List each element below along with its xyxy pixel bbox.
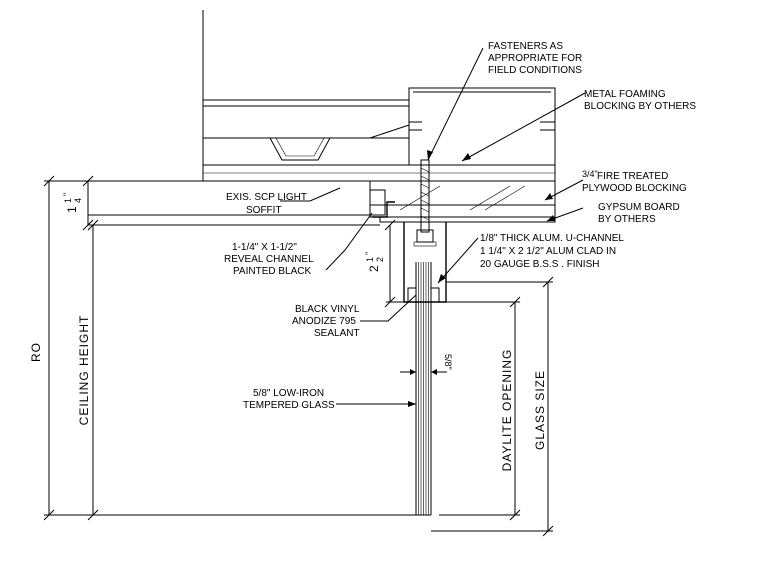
label-u-channel: 1/8" THICK ALUM. U-CHANNEL 1 1/4" X 2 1/… xyxy=(480,233,624,270)
label-glass: 5/8" LOW-IRON TEMPERED GLASS xyxy=(243,388,335,411)
soffit-layer xyxy=(202,164,556,182)
label-sealant: BLACK VINYL ANODIZE 795 SEALANT xyxy=(292,304,360,339)
dimensions: RO CEILING HEIGHT 1 1 4 " 2 1 2 " xyxy=(29,175,554,537)
svg-text:FASTENERS AS: FASTENERS AS xyxy=(488,41,563,52)
svg-text:SEALANT: SEALANT xyxy=(314,328,360,339)
svg-text:": " xyxy=(62,193,72,196)
svg-text:APPROPRIATE FOR: APPROPRIATE FOR xyxy=(488,53,582,64)
svg-text:EXIS. SCP LIGHT: EXIS. SCP LIGHT xyxy=(226,192,307,203)
svg-text:PAINTED BLACK: PAINTED BLACK xyxy=(233,266,311,277)
svg-text:METAL FOAMING: METAL FOAMING xyxy=(584,89,666,100)
svg-text:SOFFIT: SOFFIT xyxy=(246,205,282,216)
dim-1-1-4: 1 1 4 " xyxy=(62,193,83,213)
svg-text:BLOCKING BY OTHERS: BLOCKING BY OTHERS xyxy=(584,101,696,112)
label-fasteners: FASTENERS AS APPROPRIATE FOR FIELD CONDI… xyxy=(488,41,582,76)
scp-light-soffit xyxy=(88,180,386,216)
svg-text:PLYWOOD BLOCKING: PLYWOOD BLOCKING xyxy=(582,183,687,194)
svg-text:1: 1 xyxy=(65,205,79,213)
svg-text:20 GAUGE B.S.S . FINISH: 20 GAUGE B.S.S . FINISH xyxy=(480,259,599,270)
label-metal-foaming: METAL FOAMING BLOCKING BY OTHERS xyxy=(584,89,696,112)
label-fire-treated: 3/4" FIRE TREATED PLYWOOD BLOCKING xyxy=(582,169,687,194)
glass-pane xyxy=(415,262,432,516)
svg-text:2: 2 xyxy=(367,264,381,272)
sealant-right xyxy=(430,287,440,303)
label-scp-soffit: EXIS. SCP LIGHT SOFFIT xyxy=(226,192,307,216)
svg-text:1: 1 xyxy=(365,257,375,262)
label-reveal-channel: 1-1/4" X 1-1/2" REVEAL CHANNEL PAINTED B… xyxy=(224,242,314,277)
daylite-opening-label: DAYLITE OPENING xyxy=(500,349,514,472)
svg-text:1-1/4" X 1-1/2": 1-1/4" X 1-1/2" xyxy=(232,242,297,253)
leaders xyxy=(280,47,586,407)
fastener xyxy=(420,159,430,233)
svg-text:5/8" LOW-IRON: 5/8" LOW-IRON xyxy=(253,388,324,399)
gypsum-board xyxy=(379,216,556,223)
svg-text:GYPSUM BOARD: GYPSUM BOARD xyxy=(598,202,680,213)
structure xyxy=(88,10,556,516)
ro-label: RO xyxy=(29,342,43,362)
dim-5-8: 5/8" xyxy=(443,354,453,370)
ceiling-height-label: CEILING HEIGHT xyxy=(77,315,91,426)
sealant-left xyxy=(407,287,417,303)
svg-text:2: 2 xyxy=(375,257,385,262)
svg-text:1: 1 xyxy=(63,198,73,203)
glass-size-label: GLASS SIZE xyxy=(533,370,547,450)
svg-text:": " xyxy=(364,252,374,255)
svg-text:TEMPERED GLASS: TEMPERED GLASS xyxy=(243,400,335,411)
label-gypsum: GYPSUM BOARD BY OTHERS xyxy=(598,202,680,225)
reveal-channel xyxy=(372,201,395,218)
u-channel xyxy=(403,222,447,303)
plywood-blocking xyxy=(369,180,556,218)
svg-text:1/8" THICK ALUM. U-CHANNEL: 1/8" THICK ALUM. U-CHANNEL xyxy=(480,233,624,244)
svg-text:4: 4 xyxy=(73,198,83,203)
svg-text:REVEAL CHANNEL: REVEAL CHANNEL xyxy=(224,254,314,265)
dim-2-1-2: 2 1 2 " xyxy=(364,252,385,272)
labels: FASTENERS AS APPROPRIATE FOR FIELD CONDI… xyxy=(224,41,696,411)
svg-text:1 1/4" X 2 1/2" ALUM CLAD IN: 1 1/4" X 2 1/2" ALUM CLAD IN xyxy=(480,246,616,257)
steel-deck xyxy=(202,99,410,166)
svg-text:FIELD CONDITIONS: FIELD CONDITIONS xyxy=(488,65,582,76)
svg-text:FIRE TREATED: FIRE TREATED xyxy=(597,171,668,182)
svg-text:ANODIZE 795: ANODIZE 795 xyxy=(292,316,356,327)
svg-text:BLACK VINYL: BLACK VINYL xyxy=(295,304,360,315)
svg-text:BY OTHERS: BY OTHERS xyxy=(598,214,656,225)
svg-text:3/4": 3/4" xyxy=(582,169,598,179)
